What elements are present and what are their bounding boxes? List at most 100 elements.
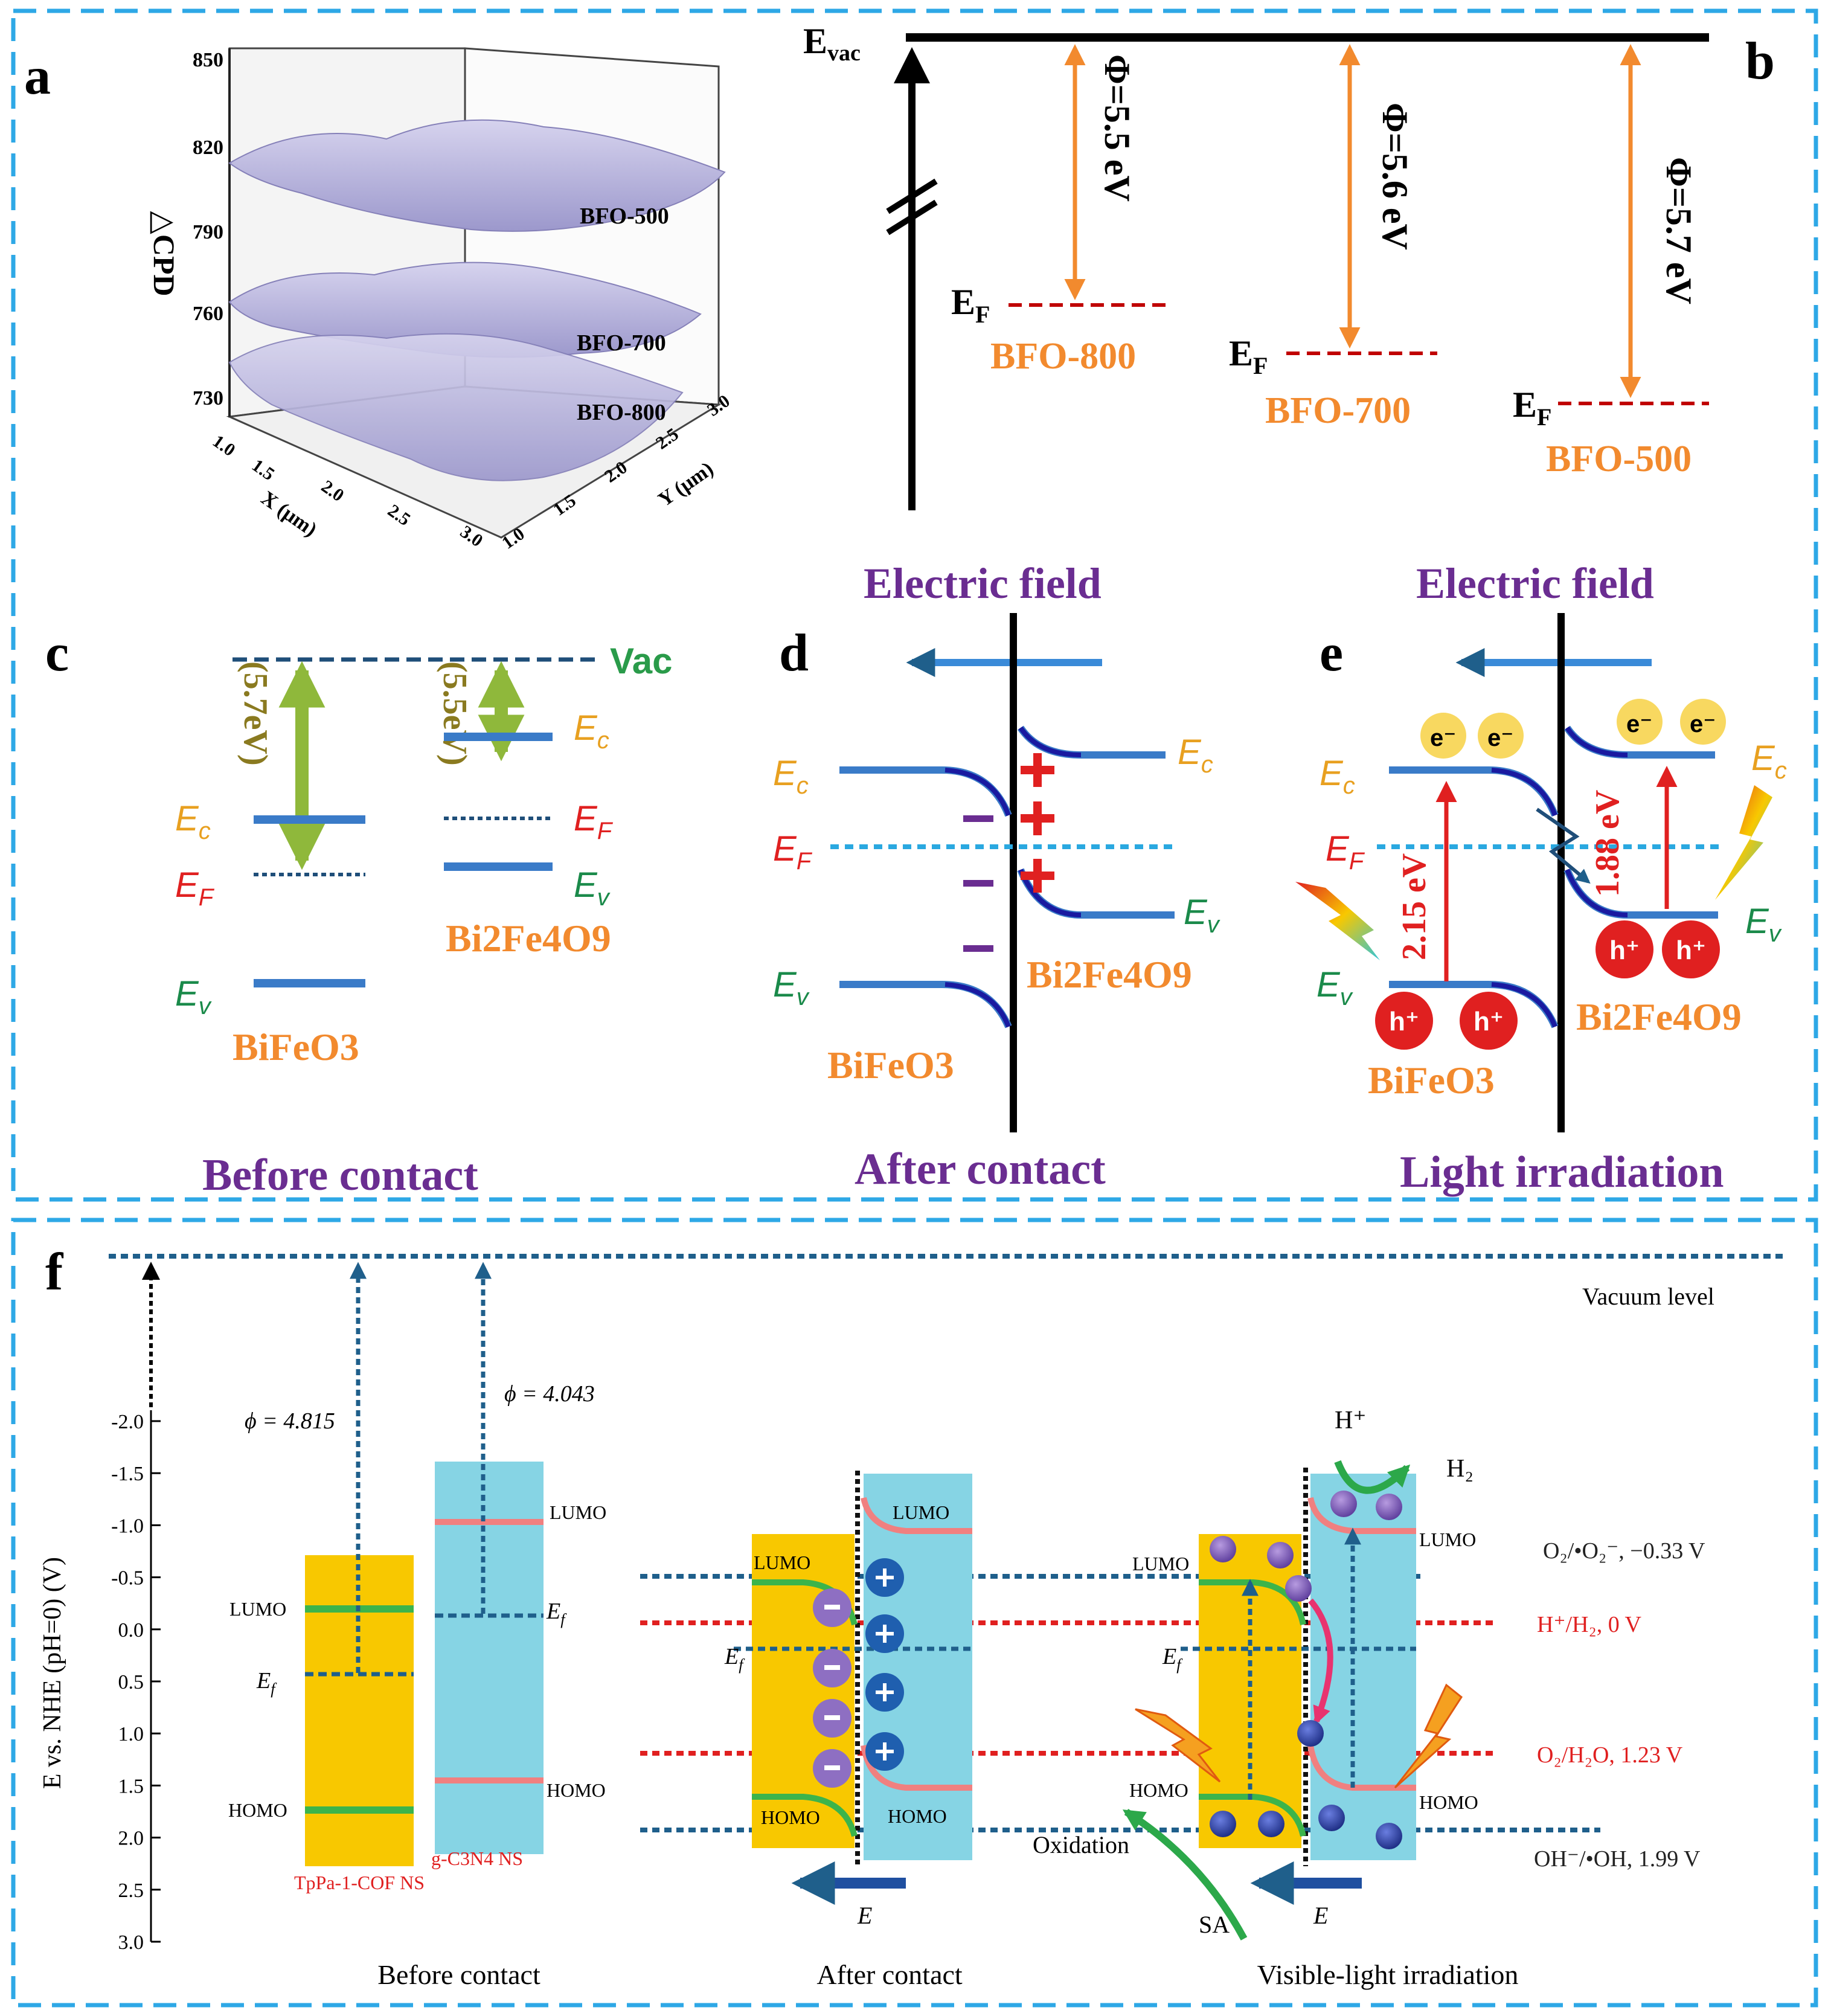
holes-left — [1375, 992, 1518, 1050]
conduction-band-right — [1018, 725, 1166, 759]
potential-label: OH⁻/•OH, 1.99 V — [1534, 1846, 1701, 1872]
gcn-block — [864, 1474, 972, 1860]
caption: Before contact — [377, 1959, 540, 1990]
material-label: Bi2Fe4O9 — [1027, 953, 1192, 996]
y-tick-label: -0.5 — [111, 1567, 144, 1590]
panel-a-letter: a — [24, 47, 51, 106]
phi-value: Φ=5.7 eV — [1659, 157, 1699, 304]
panel-f-letter: f — [45, 1243, 64, 1302]
band-bend — [1491, 982, 1557, 1028]
homo-level — [1199, 1794, 1306, 1837]
z-axis-label: △CPD — [147, 211, 181, 296]
band-bend — [1565, 868, 1628, 917]
homo-label: HOMO — [761, 1806, 820, 1828]
ec-label: Ec — [574, 708, 609, 754]
valence-band-left — [839, 981, 1012, 1029]
vac-label: Vac — [610, 641, 672, 681]
ec-label: Ec — [773, 754, 809, 799]
lightning-icon — [1295, 882, 1380, 960]
sample-label: BFO-800 — [990, 336, 1136, 377]
caption: Before contact — [202, 1151, 478, 1200]
x-tick: 1.5 — [248, 455, 278, 485]
x-tick: 2.0 — [318, 477, 348, 506]
z-tick: 730 — [193, 387, 223, 409]
electrons — [1210, 1491, 1402, 1602]
lightning-icon — [1394, 1683, 1463, 1789]
negative-charges — [813, 1588, 851, 1788]
y-tick-label: -1.0 — [111, 1515, 144, 1537]
sa-label: SA — [1199, 1911, 1230, 1938]
homo-level — [861, 1745, 972, 1791]
electron-transfer-arrow — [1308, 1598, 1333, 1725]
vacuum-label: Vacuum level — [1582, 1283, 1714, 1310]
homo-level — [752, 1794, 858, 1837]
band-bend — [1018, 726, 1082, 757]
lumo-label: LUMO — [893, 1501, 949, 1523]
surface-label: BFO-500 — [580, 204, 669, 229]
electrons-right — [1617, 699, 1726, 745]
hydrogen-evolution-arrow — [1334, 1460, 1411, 1494]
ef-label: EF — [574, 799, 614, 844]
y-tick-label: 0.5 — [118, 1671, 144, 1693]
holes-right — [1595, 920, 1720, 978]
material-label: BiFeO3 — [827, 1044, 954, 1087]
lightning-icon — [1135, 1708, 1221, 1783]
gap-label: (5.5eV) — [436, 661, 473, 766]
panel-e-letter: e — [1320, 624, 1343, 682]
caption: Light irradiation — [1400, 1148, 1724, 1197]
ef-label: Ef — [256, 1668, 277, 1698]
material-label: BiFeO3 — [1368, 1059, 1495, 1102]
h-plus-label: H⁺ — [1335, 1407, 1367, 1434]
ef-label: Ef — [724, 1644, 745, 1674]
y-tick-label: 3.0 — [118, 1931, 144, 1954]
material-label: Bi2Fe4O9 — [1576, 995, 1742, 1038]
electron-label: e⁻ — [1690, 711, 1716, 737]
homo-label: HOMO — [228, 1799, 287, 1821]
y-tick-label: -2.0 — [111, 1411, 144, 1433]
lumo-label: LUMO — [1419, 1529, 1476, 1550]
surface-label: BFO-700 — [577, 330, 666, 356]
axis-break-mark — [886, 178, 938, 214]
conduction-band-left — [839, 766, 1012, 817]
oxidation-label: Oxidation — [1033, 1831, 1129, 1858]
ef-label: EF — [951, 282, 990, 328]
surface-bfo-800 — [228, 333, 684, 481]
ef-label: Ef — [546, 1599, 567, 1628]
sample-label: BFO-700 — [1265, 390, 1411, 431]
y-tick-label: 1.0 — [118, 1723, 144, 1745]
hole-label: h⁺ — [1609, 936, 1640, 965]
z-tick: 760 — [193, 303, 223, 325]
ev-label: Ev — [1745, 902, 1782, 947]
conduction-band-left — [1389, 766, 1559, 817]
x-axis-label: X (μm) — [257, 487, 321, 541]
y-tick-label: 2.0 — [118, 1828, 144, 1850]
lumo-label: LUMO — [550, 1501, 606, 1523]
material-label: Bi2Fe4O9 — [446, 917, 611, 960]
caption: After contact — [816, 1959, 963, 1990]
band-bend — [1565, 726, 1628, 757]
electron-label: e⁻ — [1487, 725, 1513, 751]
y-tick-label: -1.5 — [111, 1463, 144, 1485]
homo-level — [1307, 1745, 1416, 1791]
y-tick-label: 0.0 — [118, 1619, 144, 1642]
z-tick: 820 — [193, 136, 223, 159]
material-label: TpPa-1-COF NS — [294, 1872, 425, 1893]
ef-label: EF — [773, 829, 813, 875]
ev-label: Ev — [773, 965, 810, 1010]
y-tick-label: 1.5 — [118, 1775, 144, 1797]
panel-d-letter: d — [779, 624, 809, 682]
z-tick: 790 — [193, 221, 223, 243]
field-label: Electric field — [1416, 559, 1654, 608]
gap-label: 2.15 eV — [1396, 853, 1433, 960]
ec-label: Ec — [1320, 754, 1355, 799]
phi-label: ϕ = 4.043 — [504, 1381, 595, 1407]
lumo-label: LUMO — [1132, 1553, 1189, 1575]
homo-label: HOMO — [1419, 1791, 1478, 1813]
e-field-label: E — [1313, 1902, 1328, 1929]
e-field-label: E — [857, 1902, 872, 1929]
ef-label: EF — [175, 865, 215, 911]
ev-label: Ev — [1184, 893, 1220, 938]
ec-label: Ec — [1751, 739, 1787, 784]
homo-label: HOMO — [1129, 1779, 1188, 1801]
